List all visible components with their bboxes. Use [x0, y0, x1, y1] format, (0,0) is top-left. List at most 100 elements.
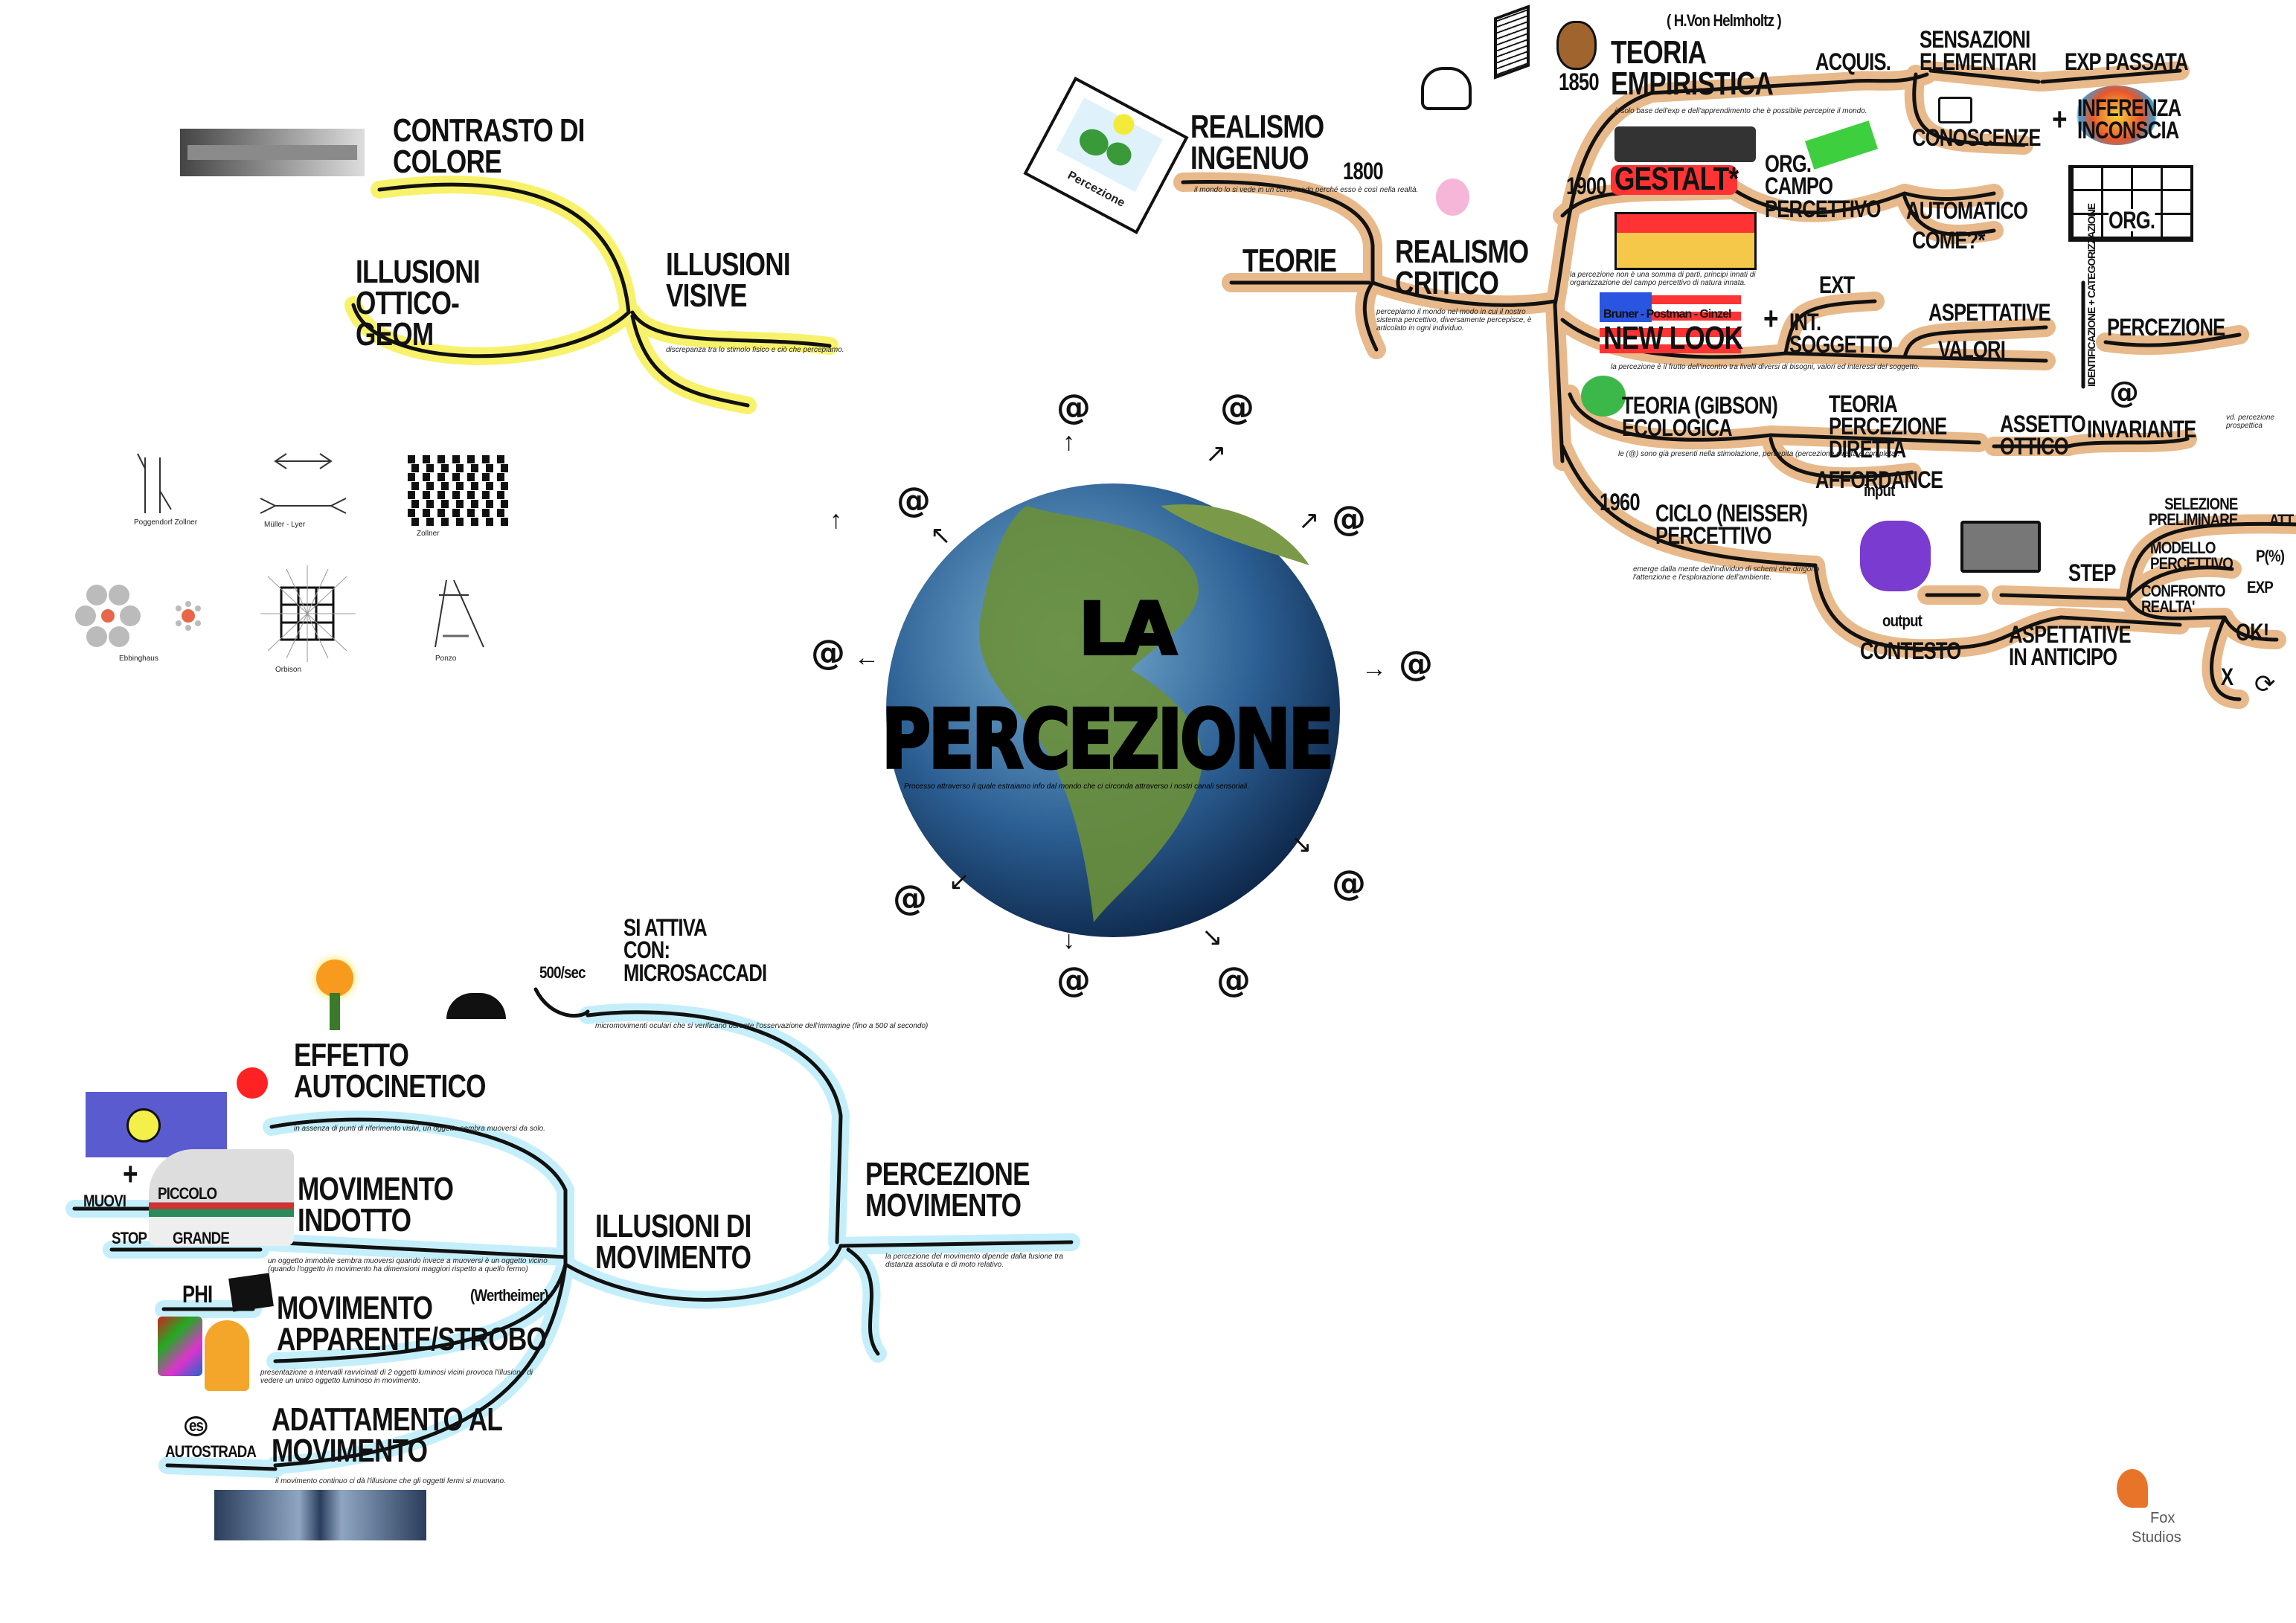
gestalt-note: la percezione non è una somma di parti, … — [1570, 271, 1756, 287]
spiral-icon: @ — [2109, 376, 2139, 410]
zollner-tile — [437, 473, 445, 481]
label-realismo-critico: REALISMO CRITICO — [1395, 234, 1529, 301]
zollner-tile — [471, 500, 478, 508]
year-1850: 1850 — [1559, 68, 1600, 95]
label-ok: OK! — [2236, 619, 2269, 646]
autocinetico-note: in assenza di punti di riferimento visiv… — [294, 1125, 545, 1133]
zollner-tile — [408, 509, 415, 517]
ciclo-note: emerge dalla mente dell'individuo di sch… — [1633, 565, 1820, 582]
realismo-critico-note: percepiamo il mondo nel modo in cui il n… — [1376, 308, 1532, 332]
adattamento-note: il movimento continuo ci dà l'illusione … — [275, 1477, 506, 1485]
zollner-tile — [411, 482, 419, 490]
zollner-tile — [423, 455, 430, 463]
empiristica-note: è solo base dell'exp e dell'apprendiment… — [1614, 107, 1867, 115]
arrow-right-icon: ↗ — [1298, 507, 1320, 535]
red-dot — [237, 1067, 268, 1099]
label-org-campo-percettivo: ORG. CAMPO PERCETTIVO — [1765, 150, 1881, 222]
poggendorff-illustration — [137, 453, 172, 513]
zollner-tile — [467, 491, 475, 499]
new-look-note: la percezione è il frutto dell'incontro … — [1611, 363, 1920, 371]
zollner-tile — [426, 500, 434, 508]
label-aspettative-anticipo: ASPETTATIVE in ANTICIPO — [2009, 621, 2132, 671]
tree-icon — [1581, 376, 1626, 417]
label-contrasto-colore: CONTRASTO di COLORE — [393, 112, 585, 180]
label-selezione-preliminare: SELEZIONE PRELIMINARE — [2149, 495, 2238, 529]
purple-brain-icon — [1860, 521, 1931, 591]
caption-zollner: Zollner — [417, 530, 440, 538]
gestalt-dots-image — [1614, 126, 1756, 162]
zollner-tile — [467, 455, 475, 463]
ecologica-note: le (@) sono già presenti nella stimolazi… — [1618, 450, 1900, 458]
light-bulb-base — [330, 993, 340, 1030]
zollner-tile — [423, 473, 430, 481]
zollner-tile — [482, 509, 490, 517]
center-title-line1: LA — [1077, 586, 1178, 672]
label-movimento-apparente: MOVIMENTO APPARENTE/STROBO — [277, 1290, 547, 1357]
label-aspettative: ASPETTATIVE — [1928, 299, 2051, 326]
zollner-illustration — [405, 454, 513, 526]
label-teoria-empiristica: TEORIA EMPIRISTICA — [1611, 34, 1774, 102]
logo-line2: Studios — [2132, 1529, 2181, 1546]
realismo-ingenuo-note: il mondo lo si vede in un certo modo per… — [1194, 186, 1419, 194]
label-invariante: INVARIANTE — [2087, 416, 2196, 443]
label-confronto-realta: CONFRONTO REALTA' — [2141, 582, 2225, 616]
zollner-tile — [426, 518, 434, 526]
zollner-tile — [456, 500, 464, 508]
spiral-icon: @ — [1332, 498, 1366, 539]
cycle-arrows-icon: ⟳ — [2254, 670, 2276, 698]
spiral-icon: @ — [893, 878, 927, 918]
label-stop: STOP — [112, 1229, 147, 1247]
zollner-tile — [471, 518, 478, 526]
arrow-down-right-icon: ↘ — [1291, 830, 1312, 858]
arrow-up-icon: ↑ — [830, 506, 842, 534]
zollner-tile — [482, 473, 490, 481]
label-output: output — [1882, 611, 1923, 630]
light-bulb-icon — [316, 960, 353, 997]
warning-lamp-image — [205, 1320, 249, 1391]
label-valori: VALORI — [1938, 336, 2006, 363]
zollner-tile — [501, 464, 508, 472]
zollner-tile — [441, 500, 449, 508]
plus-sign-motion: + — [123, 1156, 138, 1192]
grid-org-image: ORG. — [2068, 165, 2193, 242]
orbison-illustration — [260, 565, 356, 662]
christmas-lights-image — [158, 1317, 202, 1376]
label-affordance: AFFORDANCE — [1815, 466, 1943, 493]
zollner-tile — [486, 464, 493, 472]
label-x: X — [2221, 663, 2234, 690]
label-teoria-ecologica: TEORIA (Gibson) ECOLOGICA — [1622, 392, 1778, 442]
label-autostrada: AUTOSTRADA — [165, 1442, 257, 1461]
arrow-up-right-icon: ↗ — [1205, 440, 1227, 468]
spiral-icon: @ — [1056, 387, 1091, 427]
ponzo-illustration — [434, 579, 484, 648]
zollner-tile — [452, 509, 460, 517]
zollner-tile — [437, 509, 445, 517]
zollner-tile — [497, 491, 504, 499]
zollner-tile — [497, 509, 504, 517]
label-input: input — [1864, 481, 1895, 500]
es-badge: es — [185, 1416, 208, 1436]
zollner-tile — [441, 464, 449, 472]
zollner-tile — [467, 509, 475, 517]
year-1960: 1960 — [1600, 489, 1641, 515]
label-inferenza-inconscia: INFERENZA INCONSCIA — [2077, 94, 2181, 144]
thought-cloud-icon — [1421, 67, 1472, 110]
label-piccolo: PICCOLO — [158, 1184, 217, 1203]
caption-ebbinghaus: Ebbinghaus — [119, 655, 158, 663]
label-assetto-ottico: ASSETTO OTTICO — [2000, 411, 2086, 460]
label-illusioni-ottico-geom: ILLUSIONI OTTICO-GEOM — [356, 254, 481, 353]
label-contesto: CONTESTO — [1860, 637, 1961, 664]
label-probability: P(%) — [2256, 547, 2285, 565]
label-realismo-ingenuo: REALISMO INGENUO — [1190, 109, 1324, 176]
zollner-tile — [501, 482, 508, 490]
arrow-left-icon: ← — [854, 643, 879, 672]
fox-logo-icon — [2117, 1469, 2148, 1508]
label-ciclo-percettivo: CICLO (Neisser) PERCETTIVO — [1655, 500, 1808, 550]
colorful-cloud-image — [2076, 86, 2158, 145]
highway-image — [214, 1490, 426, 1540]
label-exp: EXP — [2247, 578, 2274, 597]
plus-sign-new-look: + — [1763, 301, 1779, 337]
logo-line1: Fox — [2150, 1510, 2175, 1526]
center-title-line2: PERCEZIONE — [880, 690, 1335, 788]
